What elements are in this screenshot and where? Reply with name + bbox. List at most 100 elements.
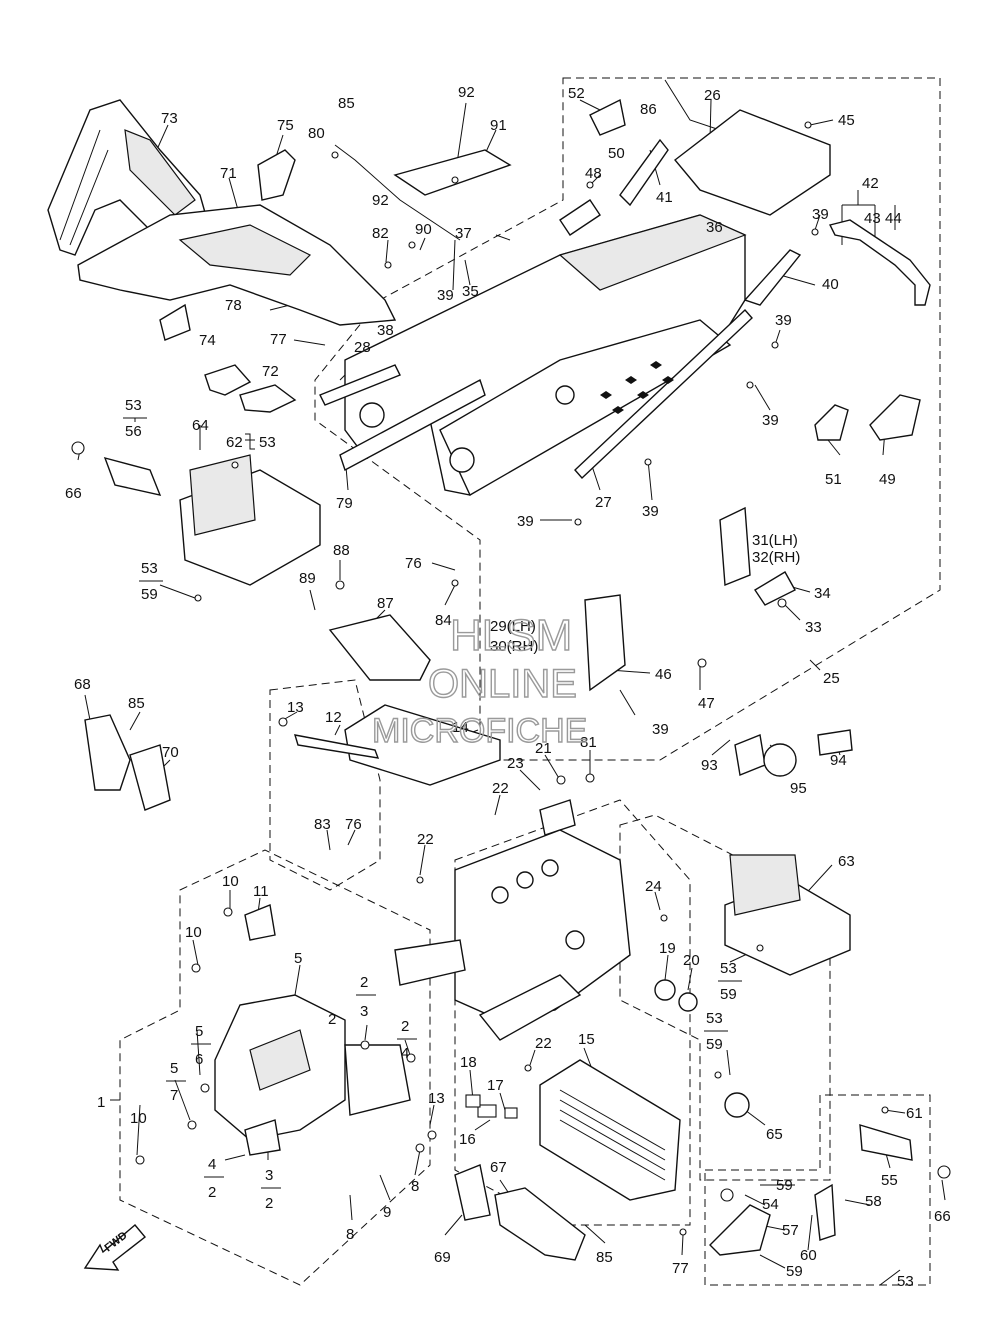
callout-61: 61 — [906, 1105, 923, 1122]
callout-57: 57 — [782, 1222, 799, 1239]
callout-27: 27 — [595, 494, 612, 511]
callout-2-c: 2 — [401, 1018, 409, 1035]
callout-10-a: 10 — [222, 873, 239, 890]
callout-76-a: 76 — [405, 555, 422, 572]
callout-3-b: 3 — [265, 1167, 273, 1184]
callout-58: 58 — [865, 1193, 882, 1210]
part-58-bracket — [814, 1183, 836, 1241]
part-34-bracket — [754, 571, 796, 606]
part-63-box — [724, 854, 851, 976]
part-18-clamp — [465, 1094, 481, 1108]
callout-32: 32(RH) — [752, 549, 800, 566]
callout-20: 20 — [683, 952, 700, 969]
callout-79: 79 — [336, 495, 353, 512]
part-20-ring — [678, 992, 698, 1012]
callout-33: 33 — [805, 619, 822, 636]
callout-10-b: 10 — [185, 924, 202, 941]
callout-87: 87 — [377, 595, 394, 612]
callout-59-d: 59 — [776, 1177, 793, 1194]
callout-92-b: 92 — [372, 192, 389, 209]
callout-66-a: 66 — [65, 485, 82, 502]
callout-31: 31(LH) — [752, 532, 798, 549]
part-23-plate — [539, 799, 576, 836]
callout-95: 95 — [790, 780, 807, 797]
part-71-upper-frame — [77, 204, 397, 341]
part-number-callouts: 73 75 85 80 92 91 52 86 26 45 71 50 48 4… — [65, 84, 951, 1290]
part-69-boot — [454, 1164, 491, 1221]
part-95-seal — [763, 743, 797, 777]
part-87-pan — [328, 614, 431, 681]
part-72-pad — [239, 384, 297, 413]
callout-17: 17 — [487, 1077, 504, 1094]
part-57-guard — [709, 1204, 771, 1256]
part-55-bracket — [859, 1124, 913, 1161]
callout-82: 82 — [372, 225, 389, 242]
callout-86: 86 — [640, 101, 657, 118]
part-29-plate — [584, 594, 626, 692]
callout-45: 45 — [838, 112, 855, 129]
center-frame-boundary — [454, 799, 691, 1226]
part-center-subframe — [394, 829, 631, 1041]
callout-35: 35 — [462, 283, 479, 300]
callout-21: 21 — [535, 740, 552, 757]
callout-67: 67 — [490, 1159, 507, 1176]
part-64-box — [179, 454, 321, 586]
callout-85-c: 85 — [596, 1249, 613, 1266]
part-68-cover — [84, 714, 131, 791]
callout-25: 25 — [823, 670, 840, 687]
callout-59-b: 59 — [720, 986, 737, 1003]
callout-22-c: 22 — [535, 1035, 552, 1052]
callout-2-d: 2 — [208, 1184, 216, 1201]
callout-11: 11 — [253, 883, 269, 900]
callout-29: 29(LH) — [490, 618, 536, 635]
callout-12: 12 — [325, 709, 342, 726]
callout-9: 9 — [383, 1204, 391, 1221]
callout-39-f: 39 — [517, 513, 534, 530]
watermark-line1: HLSM — [450, 611, 572, 660]
callout-92: 92 — [458, 84, 475, 101]
steering-bracket-boundary-12 — [269, 679, 381, 891]
callout-63: 63 — [838, 853, 855, 870]
part-26-plate — [673, 109, 831, 216]
callout-89: 89 — [299, 570, 316, 587]
part-74-pad — [204, 364, 252, 396]
callout-48: 48 — [585, 165, 602, 182]
part-66-bushing — [71, 441, 85, 455]
part-54-nut — [720, 1188, 734, 1202]
callout-73: 73 — [161, 110, 178, 127]
callout-85-b: 85 — [128, 695, 145, 712]
callout-74: 74 — [199, 332, 216, 349]
bracket-boundary-53 — [704, 1094, 931, 1286]
callout-68: 68 — [74, 676, 91, 693]
callout-70: 70 — [162, 744, 179, 761]
callout-81: 81 — [580, 734, 597, 751]
callout-40: 40 — [822, 276, 839, 293]
callout-85: 85 — [338, 95, 355, 112]
rear-suspension-boundary — [619, 814, 831, 1181]
callout-69: 69 — [434, 1249, 451, 1266]
part-main-tunnel-frame — [319, 149, 753, 496]
callout-62: 62 — [226, 434, 243, 451]
fasteners — [135, 121, 889, 1236]
callout-72: 72 — [262, 363, 279, 380]
frame-assembly-boundary-25 — [314, 77, 941, 761]
part-94-label — [817, 729, 853, 756]
callout-77: 77 — [270, 331, 287, 348]
callout-43: 43 — [864, 210, 881, 227]
callout-53-a: 53 — [125, 397, 142, 414]
callout-39-c: 39 — [775, 312, 792, 329]
part-15-cooler — [539, 1059, 681, 1201]
callout-53-f: 53 — [897, 1273, 914, 1290]
callout-54: 54 — [762, 1196, 779, 1213]
callout-53-c: 53 — [141, 560, 158, 577]
callout-93: 93 — [701, 757, 718, 774]
callout-2-b: 2 — [328, 1011, 336, 1028]
callout-6: 6 — [195, 1051, 203, 1068]
part-41-plate — [619, 138, 669, 207]
callout-66-b: 66 — [934, 1208, 951, 1225]
part-16-fitting — [477, 1104, 497, 1118]
callout-78: 78 — [225, 297, 242, 314]
callout-39-e: 39 — [642, 503, 659, 520]
callout-59-e: 59 — [786, 1263, 803, 1280]
part-42-pipe — [828, 219, 931, 306]
